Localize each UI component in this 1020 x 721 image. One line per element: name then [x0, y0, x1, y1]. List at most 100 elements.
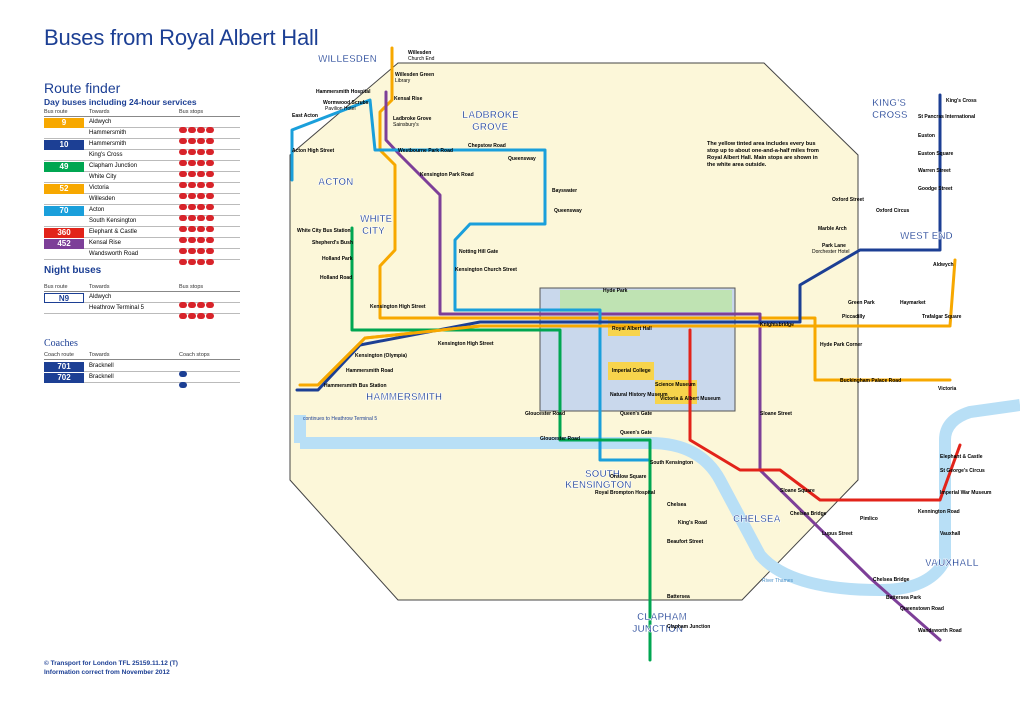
divider	[44, 116, 240, 117]
stop-trafalgar: Trafalgar Square	[922, 314, 962, 320]
bus-stop-icon	[197, 160, 205, 166]
stop-onslow: Onslow Square	[610, 474, 647, 480]
area-chelsea: CHELSEA	[733, 514, 781, 525]
bus-stop-icon	[179, 204, 187, 210]
bus-stop-icon	[188, 149, 196, 155]
bus-stop-icon	[188, 226, 196, 232]
stop-vauxhall: Vauxhall	[940, 531, 961, 537]
stop-queens-gate-1: Queen's Gate	[620, 411, 652, 417]
area-vauxhall: VAUXHALL	[925, 558, 979, 569]
stop-euston: Euston	[918, 133, 935, 139]
stop-shepherds: Shepherd's Bush	[312, 240, 353, 246]
albert-hall-label: Royal Albert Hall	[612, 326, 652, 332]
stop-aldwych: Aldwych	[933, 262, 954, 268]
bus-stop-icon	[206, 237, 214, 243]
bus-stop-icon	[188, 127, 196, 133]
route-70-line	[290, 98, 652, 462]
footer-copyright: © Transport for London TFL 25159.11.12 (…	[44, 660, 178, 667]
stop-kings-cross: King's Cross	[946, 98, 977, 104]
bus-stop-icon	[188, 160, 196, 166]
stop-imperial: Imperial War Museum	[940, 490, 992, 496]
stop-kensington-park-rd: Kensington Park Road	[420, 172, 474, 178]
stop-westbourne: Westbourne Park Road	[398, 148, 453, 154]
river-label: River Thames	[762, 578, 794, 584]
stop-st-pancras: St Pancras International	[918, 114, 976, 120]
bus-stop-icon	[206, 226, 214, 232]
bus-stop-icon	[188, 259, 196, 265]
bus-stop-icon	[206, 193, 214, 199]
stop-marble-arch: Marble Arch	[818, 226, 847, 232]
night-col-stops: Bus stops	[179, 284, 204, 290]
bus-stop-icon	[206, 182, 214, 188]
river-thames	[300, 399, 1020, 597]
stop-queenstown: Queenstown Road	[900, 606, 944, 612]
stop-hyde-park-corner: Hyde Park Corner	[820, 342, 862, 348]
bus-stop-icon	[197, 149, 205, 155]
route-destination: Elephant & Castle	[89, 229, 138, 235]
bus-stop-icon	[206, 313, 214, 319]
stop-gloucester-2: Gloucester Road	[540, 436, 580, 442]
route-destination: Acton	[89, 207, 105, 213]
page-title: Buses from Royal Albert Hall	[44, 25, 319, 50]
divider	[44, 359, 240, 360]
area-ladbroke: LADBROKE	[462, 110, 519, 121]
route-destination: Victoria	[89, 185, 109, 191]
stop-st-georges: St George's Circus	[940, 468, 985, 474]
route-row: White City	[44, 173, 240, 188]
stop-pavilion: Pavilion Hotel	[325, 106, 356, 112]
stop-kensal-rise: Kensal Rise	[394, 96, 423, 102]
bus-stop-icon	[197, 127, 205, 133]
stop-chepstow: Chepstow Road	[468, 143, 506, 149]
science-museum-label: Science Museum	[655, 382, 696, 388]
route-52-line	[378, 46, 952, 382]
stop-oxford-circus: Oxford Circus	[876, 208, 910, 214]
col-towards: Towards	[89, 109, 110, 115]
stop-hammersmith-bus: Hammersmith Bus Station	[324, 383, 387, 389]
area-willesden: WILLESDEN	[318, 54, 377, 65]
bus-stop-icons	[179, 230, 215, 248]
route-badge: 49	[44, 162, 84, 172]
bus-stop-icons	[179, 120, 215, 138]
bus-stop-icons	[179, 197, 215, 215]
bus-stop-icon	[197, 259, 205, 265]
stop-battersea: Battersea	[667, 594, 690, 600]
route-finder-heading: Route finder	[44, 80, 121, 96]
stop-sainsburys: Sainsbury's	[393, 122, 419, 128]
bus-stop-icon	[179, 160, 187, 166]
stop-kensington-high-2: Kensington High Street	[438, 341, 494, 347]
divider	[44, 291, 240, 292]
area-white: WHITE	[360, 214, 393, 225]
map-note: The yellow tinted area includes every bu…	[707, 141, 819, 168]
stop-heathrow: continues to Heathrow Terminal 5	[303, 416, 377, 422]
route-row: King's Cross	[44, 151, 240, 166]
stop-piccadilly: Piccadilly	[842, 314, 865, 320]
route-row: Wandsworth Road	[44, 250, 240, 265]
stop-kennington: Kennington Road	[918, 509, 960, 515]
bus-stop-icon	[179, 215, 187, 221]
stop-library: Library	[395, 78, 411, 84]
route-destination: Hammersmith	[89, 141, 127, 147]
bus-stop-icon	[188, 248, 196, 254]
stop-willesden: Willesden	[408, 50, 431, 56]
route-destination: Hammersmith	[89, 130, 127, 136]
route-row: Heathrow Terminal 5	[44, 304, 240, 319]
route-destination: South Kensington	[89, 218, 137, 224]
area-clapham: CLAPHAM	[637, 612, 687, 623]
area-hammersmith: HAMMERSMITH	[366, 392, 442, 403]
stop-ladbroke-grove: Ladbroke Grove	[393, 116, 432, 122]
stop-queensway-2: Queensway	[554, 208, 582, 214]
stop-church-end: Church End	[408, 56, 435, 62]
bus-stop-icon	[206, 127, 214, 133]
col-route: Bus route	[44, 109, 68, 115]
bus-stop-icon	[179, 193, 187, 199]
stop-victoria: Victoria	[938, 386, 956, 392]
area-junction: JUNCTION	[632, 624, 683, 635]
bus-stop-icons	[179, 375, 188, 393]
route-destination: Clapham Junction	[89, 163, 138, 169]
imperial-college-label: Imperial College	[612, 368, 651, 374]
stop-goodge: Goodge Street	[918, 186, 953, 192]
bus-stop-icon	[188, 182, 196, 188]
